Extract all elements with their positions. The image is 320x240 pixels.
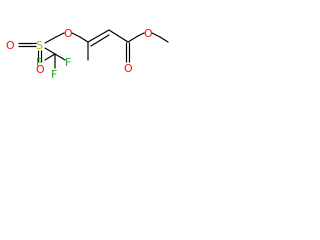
atom-o-sulfonyl-bottom: O — [36, 63, 45, 76]
bond-o-methyl-b — [159, 36, 169, 43]
bond-s-o-link-b — [55, 32, 65, 38]
atom-f-left: F — [36, 56, 42, 69]
atom-o-methoxy: O — [144, 27, 153, 40]
atom-label-group: O S O O F F F O O — [6, 27, 153, 81]
bond-o-c3 — [71, 32, 81, 38]
bond-c1-o-methoxy-b — [137, 32, 145, 37]
bond-c1-o-methoxy — [127, 35, 139, 43]
bond-s-cf3 — [44, 47, 56, 55]
atom-f-right: F — [65, 56, 71, 69]
atom-o-ester-link: O — [64, 27, 73, 40]
bond-c-f-right — [54, 53, 66, 61]
bond-c3-c2-double-a — [87, 29, 110, 43]
bond-s-o-link — [44, 36, 57, 44]
atom-o-carbonyl: O — [124, 62, 133, 75]
atom-s-center: S — [36, 39, 43, 52]
bond-c2-c1 — [108, 29, 129, 43]
bond-c-f-left — [44, 53, 56, 61]
molecule-structure-diagram: O S O O F F F O O — [6, 27, 169, 81]
atom-f-bottom: F — [51, 68, 57, 81]
bond-group — [18, 29, 169, 69]
bond-c3-c2-double-b — [90, 34, 110, 47]
bond-o-methyl — [151, 32, 161, 38]
bond-o-c3-b — [79, 36, 89, 43]
atom-o-sulfonyl-left: O — [6, 39, 15, 52]
